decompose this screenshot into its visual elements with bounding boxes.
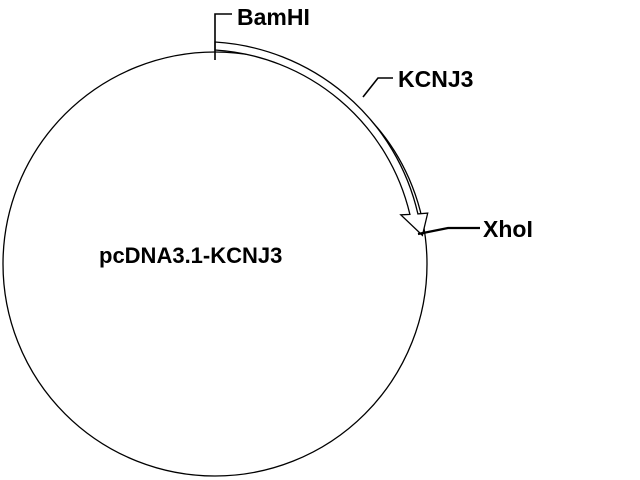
kcnj3-leader-line [362,77,393,98]
plasmid-name: pcDNA3.1-KCNJ3 [99,243,282,268]
insert-label: KCNJ3 [398,66,473,92]
bamhi-label: BamHI [237,4,310,30]
insert-arrow [214,41,429,237]
xhoi-label: XhoI [483,216,533,242]
bamhi-marker-line [214,13,232,60]
xhoi-marker-line [417,226,480,236]
